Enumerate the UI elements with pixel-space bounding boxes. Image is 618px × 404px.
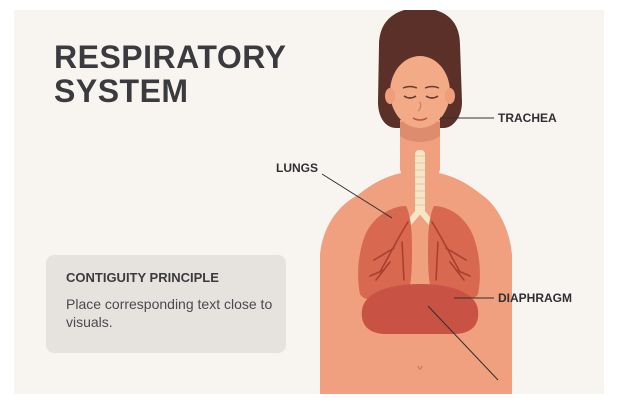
diaphragm-label: DIAPHRAGM xyxy=(498,291,572,305)
left-ear xyxy=(385,88,395,104)
respiratory-illustration: TRACHEA LUNGS DIAPHRAGM xyxy=(14,10,604,394)
face xyxy=(390,56,450,128)
lungs-label: LUNGS xyxy=(276,161,318,175)
trachea-label: TRACHEA xyxy=(498,111,557,125)
diaphragm xyxy=(362,284,479,334)
right-ear xyxy=(445,88,455,104)
infographic-card: RESPIRATORY SYSTEM CONTIGUITY PRINCIPLE … xyxy=(14,10,604,394)
